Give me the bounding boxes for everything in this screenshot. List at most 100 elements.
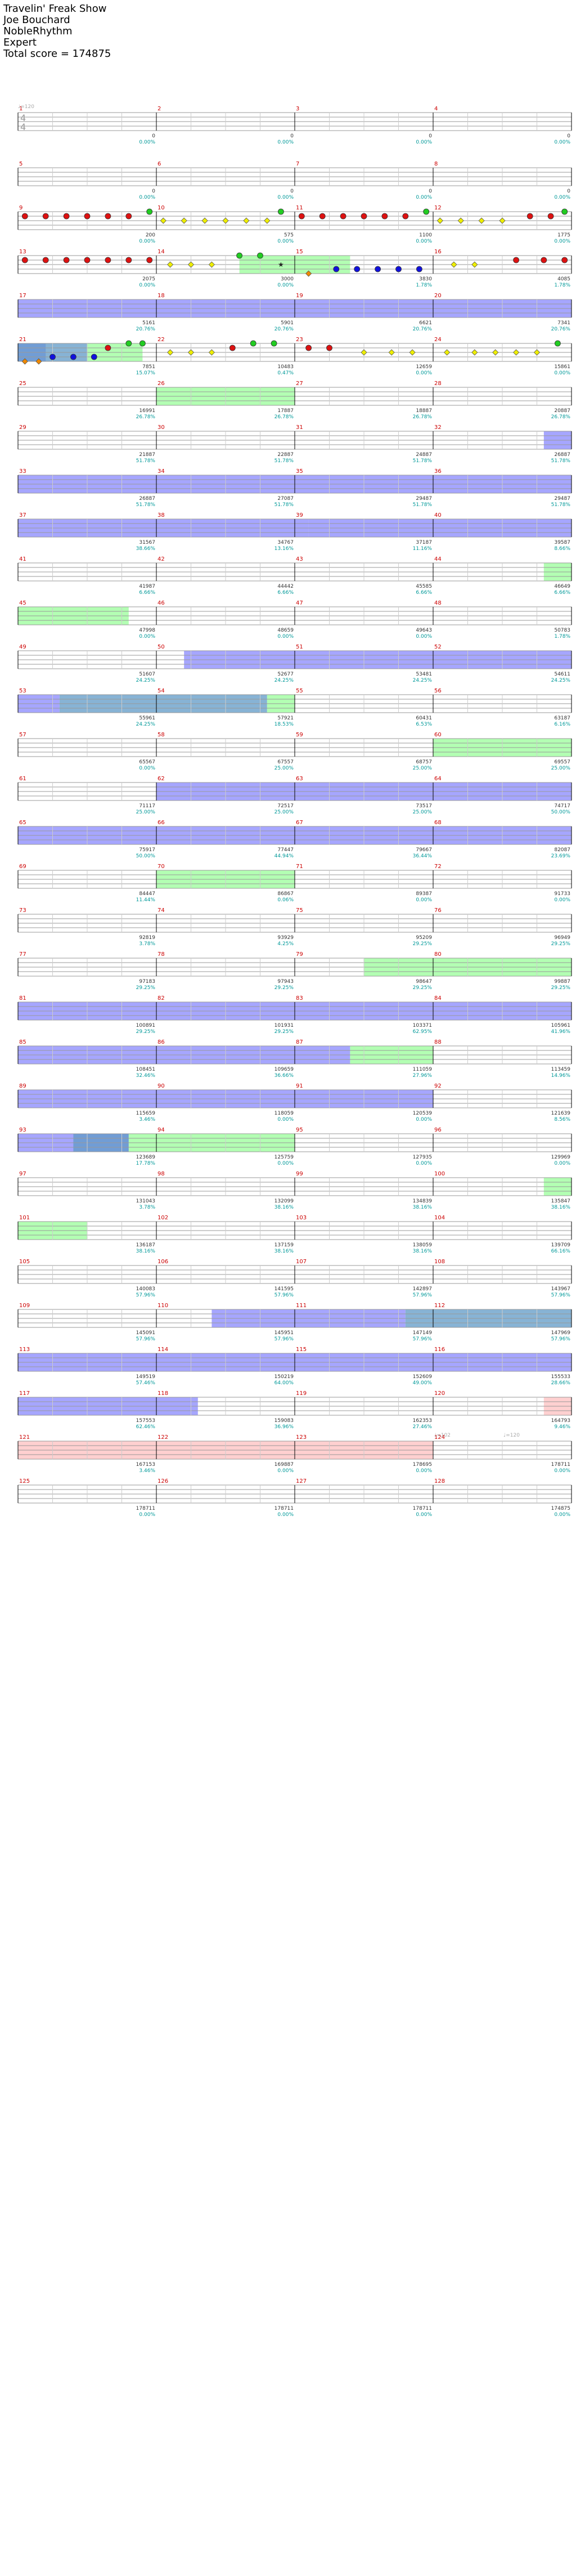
measure-percent: 57.96% (413, 1336, 433, 1342)
yellow-note (451, 261, 457, 268)
yellow-note (499, 217, 506, 224)
measure-percent: 24.25% (413, 678, 433, 683)
measure-percent: 29.25% (274, 985, 294, 991)
orange-note (35, 358, 42, 365)
measure-number: 13 (19, 249, 26, 255)
red-note (561, 257, 568, 263)
red-note (361, 213, 367, 220)
measure-number: 119 (296, 1390, 307, 1397)
measure-percent: 20.76% (136, 327, 156, 332)
measure-percent: 0.00% (416, 140, 432, 145)
yellow-note (181, 217, 187, 224)
measure-number: 95 (296, 1127, 303, 1133)
measure-score: 145091 (136, 1330, 155, 1336)
measure-score: 178711 (136, 1506, 155, 1511)
measure-percent: 17.78% (136, 1161, 156, 1166)
measure-percent: 49.00% (413, 1380, 433, 1386)
measure-percent: 51.78% (551, 502, 571, 508)
measure-percent: 0.00% (277, 239, 294, 244)
measure-score: 65567 (139, 759, 155, 765)
measure-number: 112 (434, 1303, 445, 1309)
measure-number: 17 (19, 293, 26, 299)
red-note (319, 213, 326, 220)
measure-percent: 50.00% (136, 853, 156, 859)
measure-score: 97943 (277, 979, 294, 985)
measure-number: 29 (19, 424, 26, 431)
measure-percent: 25.00% (551, 766, 571, 771)
measure-number: 86 (158, 1039, 165, 1045)
measure-percent: 11.16% (413, 546, 433, 552)
measure-score: 18887 (416, 408, 432, 414)
measure-score: 75917 (139, 847, 155, 853)
measure-score: 0 (290, 189, 294, 194)
measure-number: 107 (296, 1259, 307, 1265)
measure-percent: 64.00% (274, 1380, 294, 1386)
measure-percent: 38.16% (274, 1249, 294, 1254)
measure-score: 17887 (277, 408, 294, 414)
measure-percent: 26.78% (551, 414, 571, 420)
measure-number: 108 (434, 1259, 445, 1265)
measure-score: 79667 (416, 847, 432, 853)
measure-score: 31567 (139, 540, 155, 545)
measure-number: 115 (296, 1347, 307, 1353)
red-note (105, 345, 111, 351)
measure-number: 71 (296, 864, 303, 870)
measure-score: 5901 (281, 320, 294, 326)
measure-number: 106 (158, 1259, 168, 1265)
measure-percent: 0.00% (139, 195, 155, 200)
time-signature-bottom: 4 (20, 122, 26, 132)
measure-percent: 8.56% (554, 1117, 570, 1122)
yellow-note (444, 349, 451, 356)
yellow-note (361, 349, 367, 356)
measure-percent: 57.96% (413, 1293, 433, 1298)
measure-percent: 38.66% (136, 546, 156, 552)
measure-number: 81 (19, 995, 26, 1001)
measure-number: 80 (434, 951, 442, 958)
measure-score: 20887 (554, 408, 570, 414)
tempo-change: ♩=102 (434, 1433, 451, 1438)
measure-number: 41 (19, 556, 26, 562)
red-note (105, 257, 111, 263)
red-note (105, 213, 111, 220)
yellow-note (167, 349, 174, 356)
measure-number: 100 (434, 1171, 445, 1177)
yellow-note (471, 261, 478, 268)
measure-number: 4 (434, 106, 438, 112)
measure-number: 62 (158, 776, 165, 782)
measure-percent: 57.96% (136, 1293, 156, 1298)
measure-score: 137159 (274, 1242, 294, 1248)
measure-number: 125 (19, 1478, 30, 1484)
measure-percent: 26.78% (274, 414, 294, 420)
measure-percent: 0.00% (277, 1161, 294, 1166)
measure-number: 60 (434, 732, 442, 738)
measure-number: 6 (158, 161, 161, 167)
measure-percent: 57.96% (551, 1293, 571, 1298)
yellow-note (436, 217, 443, 224)
measure-percent: 51.78% (136, 502, 156, 508)
measure-number: 90 (158, 1083, 165, 1089)
measure-percent: 3.46% (139, 1117, 155, 1122)
measure-number: 45 (19, 600, 26, 606)
measure-score: 167153 (136, 1462, 155, 1468)
measure-percent: 57.96% (274, 1336, 294, 1342)
measure-percent: 1.78% (416, 283, 432, 288)
green-note (561, 208, 568, 215)
measure-number: 124 (434, 1434, 445, 1441)
measure-percent: 20.76% (413, 327, 433, 332)
measure-score: 159083 (274, 1418, 294, 1424)
measure-score: 63187 (554, 715, 570, 721)
measure-score: 131043 (136, 1198, 155, 1204)
measure-score: 97183 (139, 979, 155, 985)
measure-number: 22 (158, 337, 165, 343)
red-note (125, 257, 132, 263)
measure-percent: 38.16% (274, 1205, 294, 1210)
measure-percent: 44.94% (274, 853, 294, 859)
measure-number: 40 (434, 512, 442, 518)
measure-score: 29487 (416, 496, 432, 502)
measure-percent: 0.00% (139, 1512, 155, 1518)
measure-percent: 0.00% (554, 239, 570, 244)
green-note (139, 340, 146, 347)
measure-score: 140083 (136, 1286, 155, 1292)
song-artist: Joe Bouchard (3, 14, 70, 26)
